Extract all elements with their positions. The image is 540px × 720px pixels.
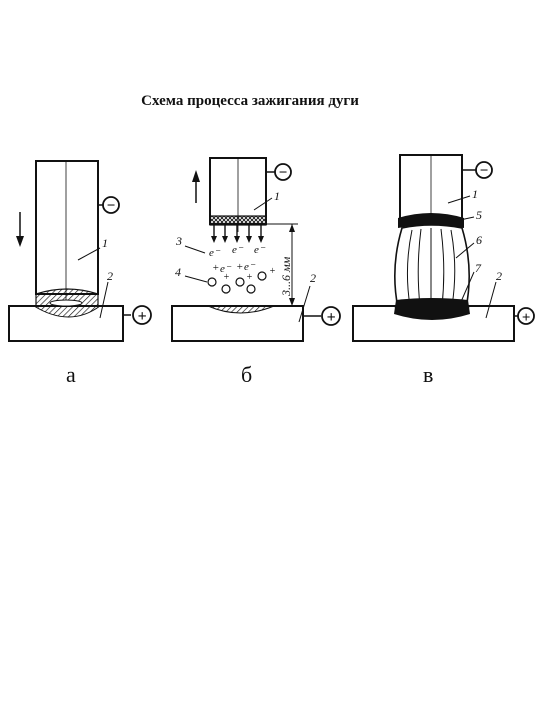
electron-5: e⁻ xyxy=(244,261,256,273)
electrode-spot-v xyxy=(398,213,464,228)
plus-terminal-v xyxy=(517,307,535,325)
electron-3: e⁻ xyxy=(254,244,266,256)
plus-terminal-b xyxy=(321,306,341,326)
plus-sign-1: + xyxy=(212,262,219,274)
label-a-2: 2 xyxy=(107,269,113,283)
panel-a: − + 1 2 xyxy=(8,160,152,342)
ion-plus-1: + xyxy=(223,272,230,283)
minus-sign-a: − xyxy=(106,198,115,214)
label-v-2: 2 xyxy=(496,269,502,283)
plus-sign-b: + xyxy=(326,309,335,326)
electron-2: e⁻ xyxy=(232,244,244,256)
panel-v: − + 1 5 6 7 2 xyxy=(352,154,535,342)
label-b-4: 4 xyxy=(175,265,181,279)
gap-label: 3...6 мм xyxy=(279,256,293,297)
minus-terminal-a xyxy=(102,196,120,214)
label-v-1: 1 xyxy=(472,187,478,201)
caption-b: б xyxy=(241,362,253,387)
minus-terminal-v xyxy=(475,161,493,179)
panel-b: e⁻ e⁻ e⁻ e⁻ e⁻ + + + + + 3...6 мм − + xyxy=(171,157,341,342)
label-v-6: 6 xyxy=(476,233,482,247)
label-b-2: 2 xyxy=(310,271,316,285)
minus-sign-b: − xyxy=(278,165,287,181)
caption-v: в xyxy=(423,362,434,387)
plus-sign-v: + xyxy=(522,310,531,326)
ion-plus-2: + xyxy=(246,272,253,283)
label-b-3: 3 xyxy=(175,234,182,248)
label-v-7: 7 xyxy=(475,261,482,275)
caption-a: а xyxy=(66,362,76,387)
ion-plus-3: + xyxy=(269,266,276,277)
diagram-title: Схема процесса зажигания дуги xyxy=(141,93,359,109)
plus-sign-a: + xyxy=(137,308,146,325)
weld-pool-a xyxy=(32,305,102,318)
plus-sign-2: + xyxy=(236,261,243,273)
electron-1: e⁻ xyxy=(209,247,221,259)
ions xyxy=(207,271,267,294)
minus-terminal-b xyxy=(274,163,292,181)
label-v-5: 5 xyxy=(476,208,482,222)
arc-column xyxy=(394,224,470,309)
label-b-1: 1 xyxy=(274,189,280,203)
plate-spot-v xyxy=(394,298,470,320)
crater-b xyxy=(207,305,275,314)
label-a-1: 1 xyxy=(102,236,108,250)
electrode-tip-b xyxy=(209,215,267,226)
electrode-a xyxy=(35,160,99,295)
emission-arrows xyxy=(211,225,264,243)
electron-4: e⁻ xyxy=(220,263,232,275)
minus-sign-v: − xyxy=(479,163,488,179)
plus-terminal-a xyxy=(132,305,152,325)
